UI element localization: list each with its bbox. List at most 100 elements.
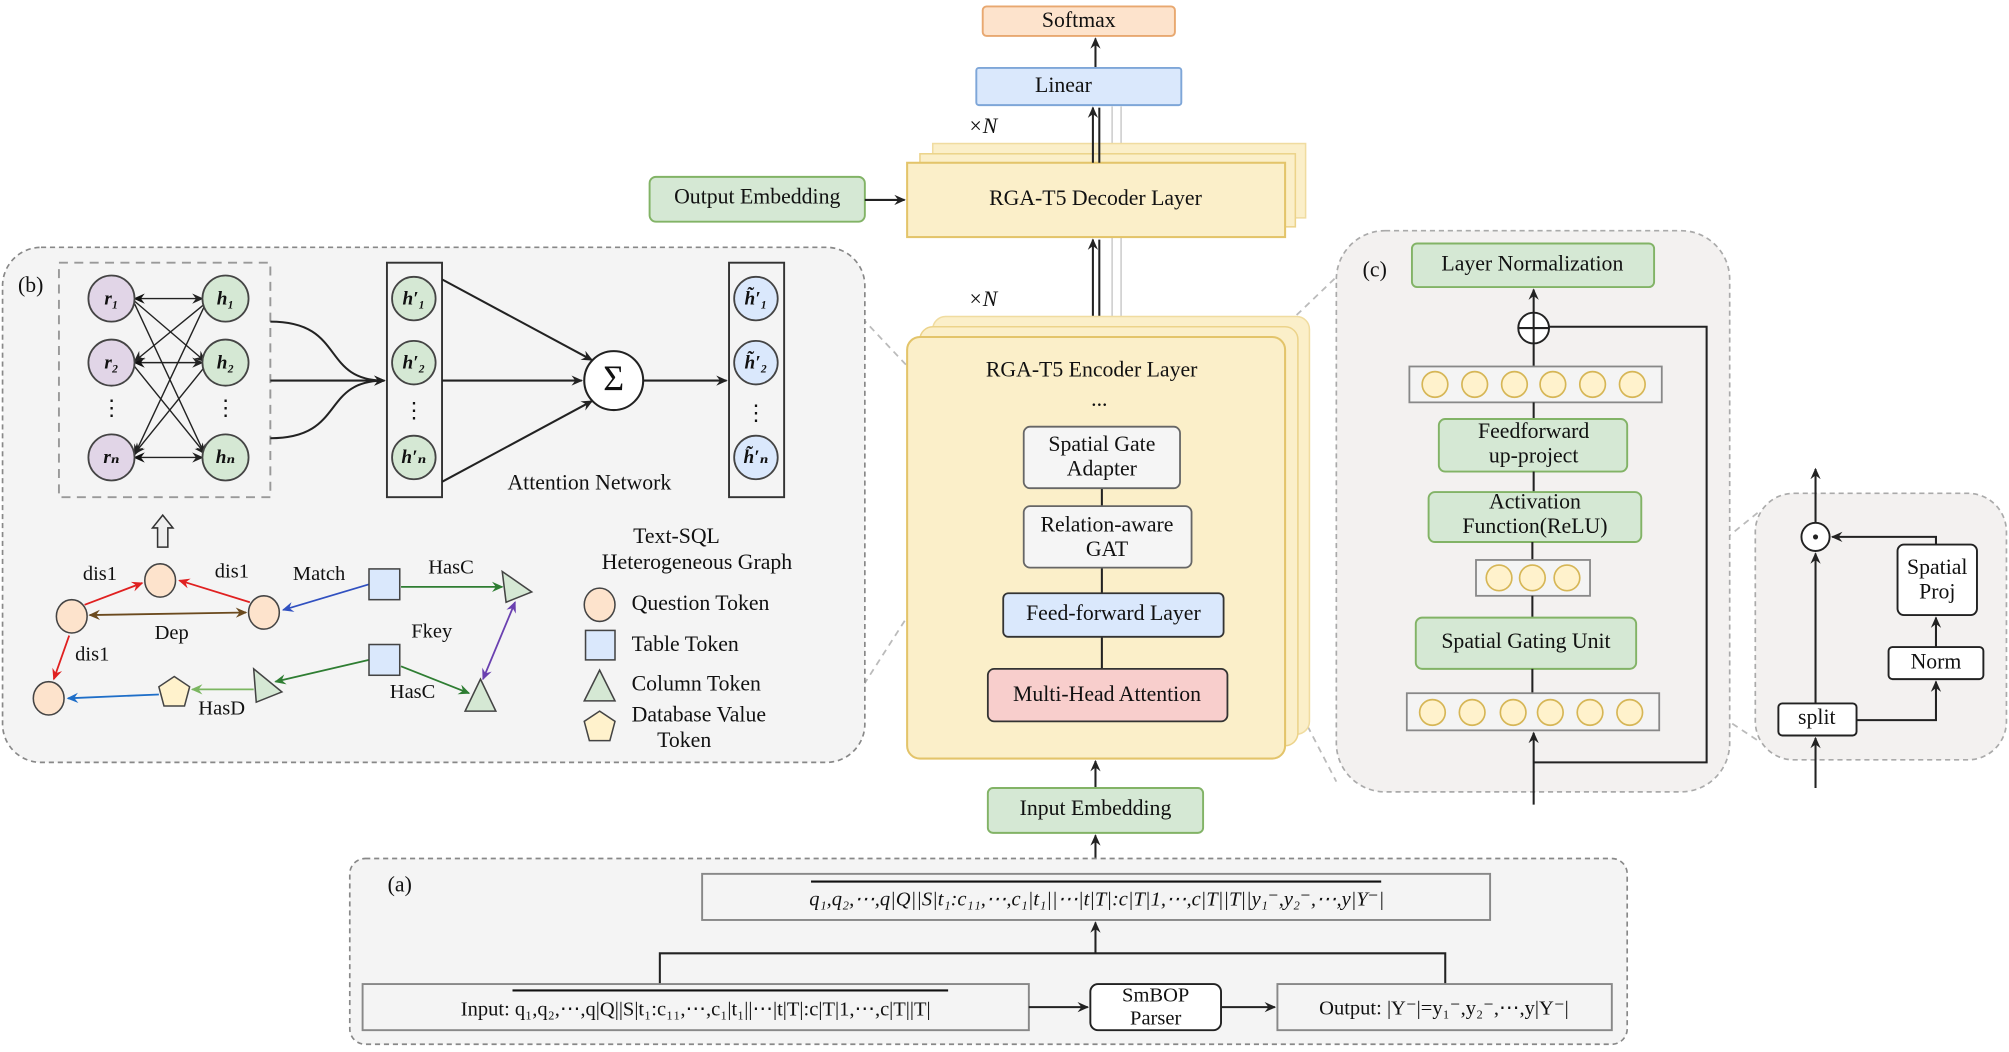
h-node: h₁: [201, 274, 250, 323]
edge-label-dis1: dis1: [75, 644, 109, 666]
panel-b-tag: (b): [18, 273, 43, 297]
neuron-row: [1485, 564, 1581, 592]
multiply-icon: [1800, 521, 1831, 552]
svg-text:h̃′₁: h̃′₁: [745, 287, 768, 309]
graph-title-line1: Text-SQL: [633, 524, 720, 548]
panel-a: (a) q₁,q₂,⋯,q|Q||S|t₁:c₁₁,⋯,c₁|t₁||⋯|t|T…: [348, 857, 1629, 1046]
legend-column-token: Column Token: [632, 672, 761, 696]
legend: Question Token Table Token Column Token …: [583, 587, 770, 752]
svg-text:Activation: Activation: [1489, 490, 1581, 514]
h-tilde-node: h̃′ₙ: [733, 434, 779, 481]
spatial-gate-adapter-box: Spatial Gate Adapter: [1022, 425, 1181, 490]
h-prime-node: h′₁: [391, 275, 437, 322]
legend-database-token: Token: [657, 728, 711, 752]
table-token-node: [368, 643, 401, 677]
parser-line1: SmBOP: [1122, 985, 1189, 1007]
svg-text:h₁: h₁: [217, 288, 234, 309]
relation-aware-gat-box: Relation-aware GAT: [1022, 505, 1193, 569]
output-sequence: Output: |Y⁻|=y₁⁻,y₂⁻,⋯,y|Y⁻|: [1319, 997, 1569, 1019]
svg-text:Spatial: Spatial: [1907, 555, 1967, 579]
svg-text:h̃′₂: h̃′₂: [745, 351, 768, 373]
decoder-layer-label: RGA-T5 Decoder Layer: [989, 186, 1202, 210]
graph-title-line2: Heterogeneous Graph: [602, 550, 792, 574]
svg-text:Spatial Gating Unit: Spatial Gating Unit: [1441, 629, 1610, 653]
svg-text:Proj: Proj: [1919, 579, 1955, 603]
edge-label-dis1: dis1: [83, 563, 117, 585]
r-node: r₂: [87, 338, 136, 387]
linear-label: Linear: [1035, 73, 1093, 97]
ellipsis: ⋮: [403, 399, 425, 423]
multi-head-attention-label: Multi-Head Attention: [1013, 682, 1201, 706]
spatial-proj-box: Spatial Proj: [1896, 543, 1978, 617]
svg-text:hₙ: hₙ: [216, 447, 236, 468]
panel-a-tag: (a): [388, 873, 412, 897]
ellipsis: ⋮: [101, 396, 123, 420]
question-token-node: [32, 680, 65, 716]
neuron-row: [1418, 698, 1644, 727]
svg-text:Feedforward: Feedforward: [1478, 419, 1589, 443]
input-sequence: Input: q₁,q₂,⋯,q|Q||S|t₁:c₁₁,⋯,c₁|t₁||⋯|…: [461, 999, 931, 1021]
svg-text:rₙ: rₙ: [103, 447, 119, 468]
edge-label-hasd: HasD: [198, 698, 245, 720]
ellipsis: ⋮: [745, 401, 767, 425]
spatial-gate-adapter-line2: Adapter: [1067, 456, 1138, 480]
panel-c: (c) Layer Normalization Feedforward up-p…: [1335, 229, 1731, 805]
norm-box: Norm: [1887, 646, 1985, 681]
h-prime-node: h′ₙ: [391, 434, 437, 481]
spatial-gate-adapter-line1: Spatial Gate: [1048, 432, 1155, 456]
question-token-node: [55, 598, 88, 634]
relation-gat-line2: GAT: [1086, 537, 1128, 561]
legend-database-value: Database Value: [632, 702, 766, 726]
encoder-ellipsis: ...: [1091, 387, 1107, 411]
h-node: h₂: [201, 338, 250, 387]
encoder-layer-stack: RGA-T5 Encoder Layer ... Spatial Gate Ad…: [906, 315, 1311, 760]
legend-table-icon: [584, 629, 616, 661]
column-token-node: [501, 569, 534, 604]
neuron-row: [1421, 370, 1646, 399]
output-embedding-box: Output Embedding: [648, 175, 866, 223]
legend-database-icon: [583, 710, 616, 742]
encoder-repeat-label: ×N: [968, 287, 999, 311]
softmax-box: Softmax: [981, 5, 1176, 37]
svg-text:h₂: h₂: [217, 352, 234, 373]
sum-node: Σ: [583, 350, 645, 412]
edge-label-hasc: HasC: [428, 557, 474, 579]
combined-sequence: q₁,q₂,⋯,q|Q||S|t₁:c₁₁,⋯,c₁|t₁||⋯|t|T|:c|…: [809, 888, 1384, 910]
activation-function-box: Activation Function(ReLU): [1427, 490, 1643, 543]
edge-label-match: Match: [293, 563, 345, 585]
h-tilde-node: h̃′₁: [733, 275, 779, 322]
database-value-node: [157, 675, 191, 707]
svg-text:r₂: r₂: [104, 352, 118, 373]
svg-text:up-project: up-project: [1489, 443, 1578, 467]
legend-question-icon: [583, 587, 616, 623]
column-token-node: [463, 677, 498, 712]
ellipsis: ⋮: [215, 396, 237, 420]
question-token-node: [144, 563, 177, 598]
edge-label-dep: Dep: [155, 622, 189, 644]
bipartite-edges: [133, 293, 206, 463]
input-embedding-label: Input Embedding: [1020, 796, 1172, 820]
r-node: rₙ: [87, 433, 136, 482]
svg-text:h′₁: h′₁: [402, 288, 425, 309]
svg-text:Layer Normalization: Layer Normalization: [1441, 251, 1623, 275]
edge-label-dis1: dis1: [215, 560, 249, 582]
merge-lines: [658, 952, 1447, 985]
softmax-label: Softmax: [1042, 8, 1116, 32]
r-node: r₁: [87, 274, 136, 323]
svg-text:h′ₙ: h′ₙ: [401, 447, 426, 468]
decoder-layer-stack: RGA-T5 Decoder Layer: [906, 142, 1307, 239]
sgu-detail-panel: split Norm Spatial Proj: [1754, 467, 2008, 789]
attention-network-label: Attention Network: [507, 470, 671, 494]
svg-text:Function(ReLU): Function(ReLU): [1462, 514, 1607, 538]
layer-normalization-box: Layer Normalization: [1410, 242, 1656, 289]
edge-label-hasc: HasC: [390, 681, 436, 703]
legend-column-icon: [583, 668, 617, 702]
h-node: hₙ: [201, 433, 250, 482]
svg-text:h′₂: h′₂: [402, 352, 425, 373]
parser-line2: Parser: [1130, 1008, 1181, 1030]
panel-b: (b) r₁ r₂ rₙ h₁ h₂ hₙ ⋮ ⋮ h′₁ h′₂ h′ₙ ⋮ …: [1, 246, 866, 764]
svg-text:r₁: r₁: [104, 288, 118, 309]
panel-c-tag: (c): [1363, 258, 1387, 282]
legend-question-token: Question Token: [632, 591, 770, 615]
edge-label-fkey: Fkey: [411, 621, 453, 643]
